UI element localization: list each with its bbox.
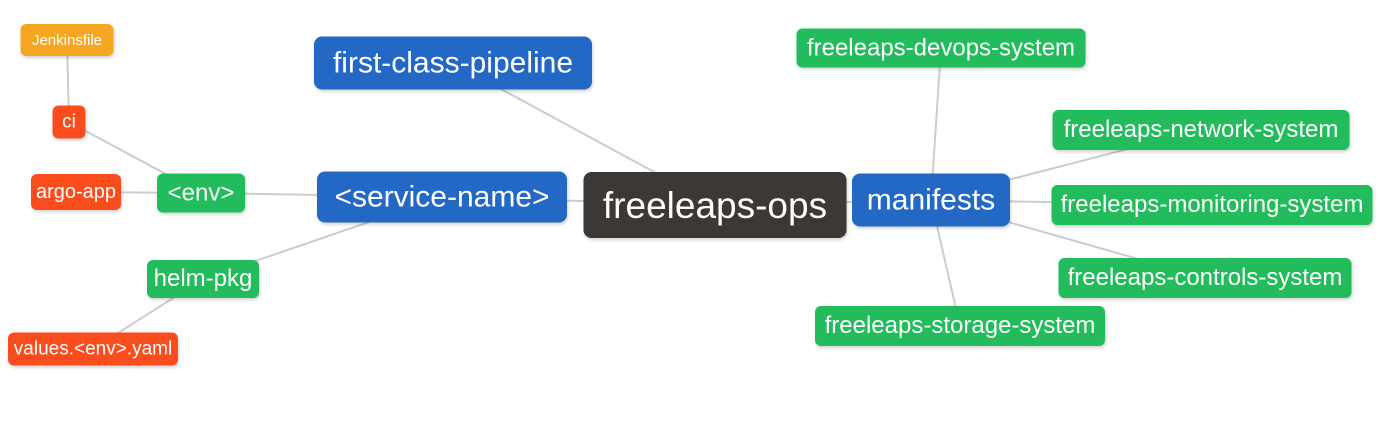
node-label: <service-name> [334,180,550,213]
node-label: freeleaps-network-system [1063,116,1339,143]
node-freeleaps-monitoring-system[interactable]: freeleaps-monitoring-system [1051,185,1373,225]
node-freeleaps-controls-system[interactable]: freeleaps-controls-system [1058,258,1352,298]
node-first-class-pipeline[interactable]: first-class-pipeline [314,36,592,90]
node-label: ci [62,111,76,133]
node-label: <env> [167,179,235,206]
node-freeleaps-devops-system[interactable]: freeleaps-devops-system [796,28,1086,68]
node-manifests[interactable]: manifests [852,173,1010,227]
node-env[interactable]: <env> [157,173,245,213]
node-label: manifests [866,183,996,216]
node-label: freeleaps-controls-system [1067,264,1343,291]
node-argo-app[interactable]: argo-app [31,174,121,210]
node-label: freeleaps-ops [602,184,828,226]
node-label: Jenkinsfile [31,31,103,49]
node-label: values.<env>.yaml [13,338,173,360]
node-label: argo-app [35,181,117,203]
node-jenkinsfile[interactable]: Jenkinsfile [20,24,114,56]
node-service-name[interactable]: <service-name> [317,171,567,223]
node-label: freeleaps-storage-system [824,312,1096,339]
node-ci[interactable]: ci [52,105,86,139]
node-values-env-yaml[interactable]: values.<env>.yaml [8,332,178,366]
node-freeleaps-ops[interactable]: freeleaps-ops [583,172,847,238]
node-freeleaps-network-system[interactable]: freeleaps-network-system [1052,110,1350,150]
node-label: freeleaps-devops-system [806,34,1076,61]
node-helm-pkg[interactable]: helm-pkg [147,260,259,298]
node-label: freeleaps-monitoring-system [1060,191,1364,218]
node-label: helm-pkg [153,265,253,292]
node-freeleaps-storage-system[interactable]: freeleaps-storage-system [815,306,1105,346]
node-label: first-class-pipeline [332,46,574,79]
